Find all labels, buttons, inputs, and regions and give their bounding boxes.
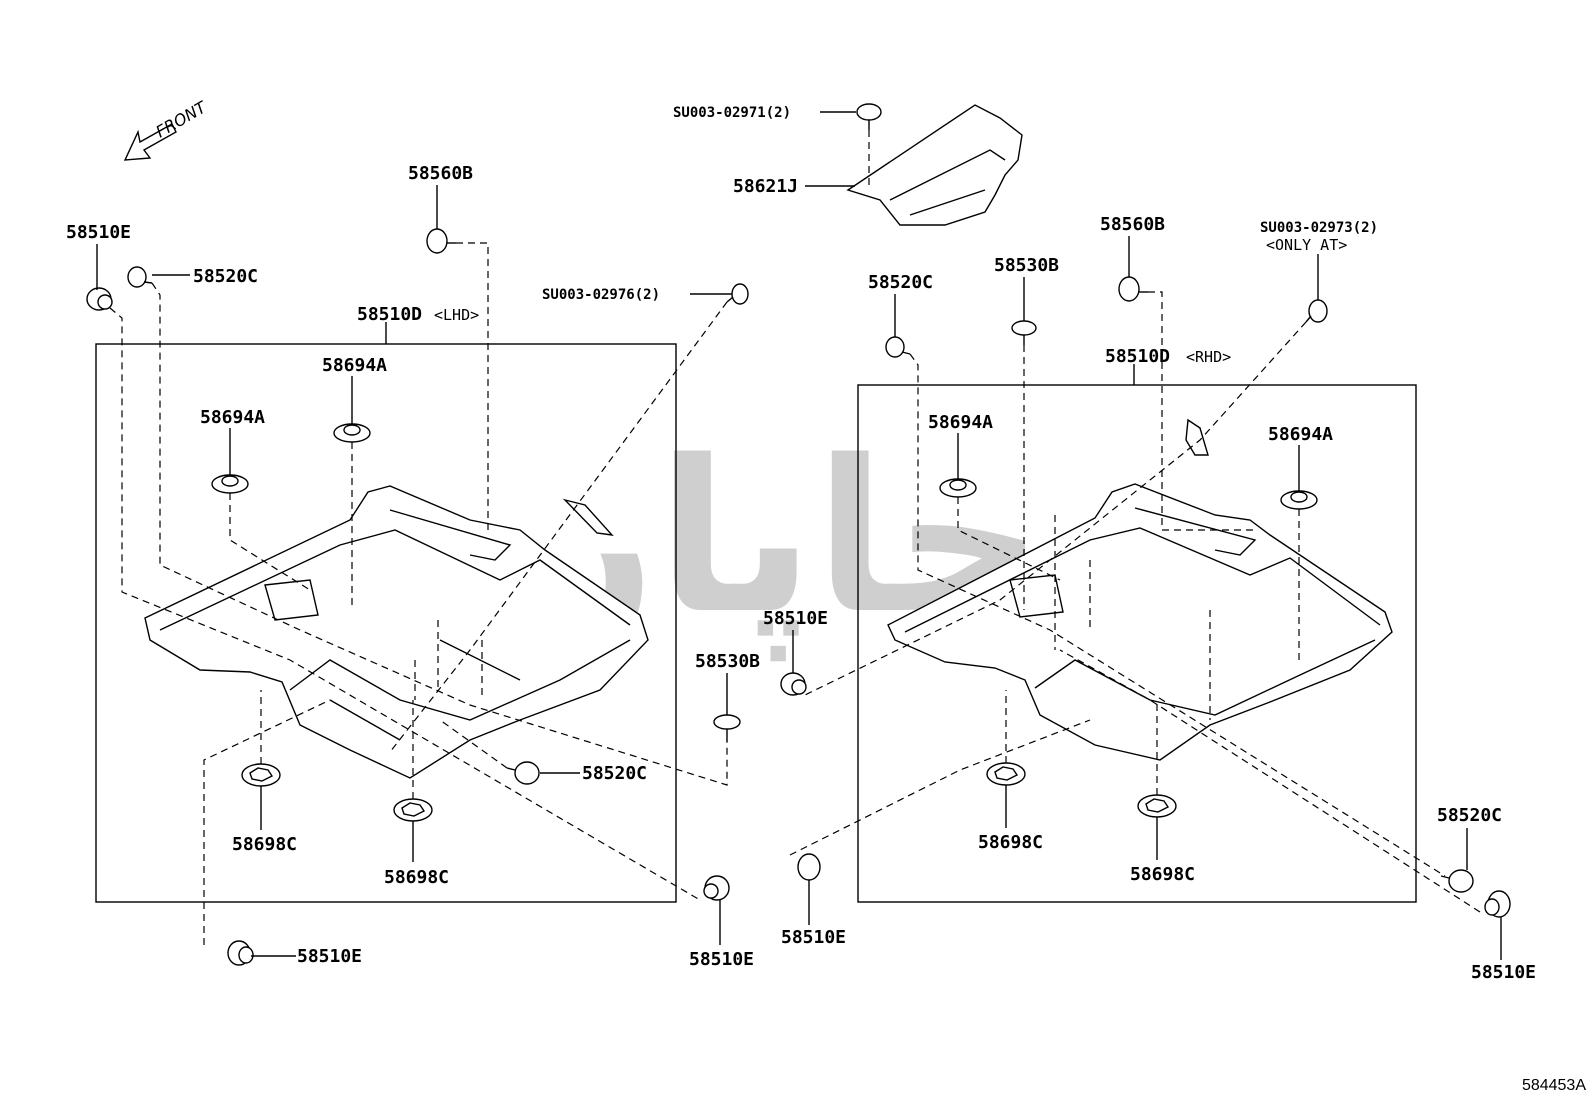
label-58698C-b: 58698C xyxy=(384,867,449,888)
diagram-code: 584453A xyxy=(1522,1077,1586,1094)
label-58560B-r: 58560B xyxy=(1100,214,1165,235)
clip-58520C-b xyxy=(506,761,540,785)
clip-58530B-r xyxy=(1011,320,1037,345)
label-58694A-b: 58694A xyxy=(200,407,265,428)
label-58698C-b-r: 58698C xyxy=(1130,864,1195,885)
label-58520C-b: 58520C xyxy=(582,763,647,784)
floor-carpet-lhd xyxy=(144,485,649,779)
grommet-58698C-a-r xyxy=(986,762,1026,786)
clip-58694A-a-r xyxy=(939,478,977,498)
clip-58694A-b-r xyxy=(1280,490,1318,510)
label-SU2973-note: <ONLY AT> xyxy=(1266,236,1347,254)
front-arrow-icon xyxy=(123,123,177,161)
label-SU2971: SU003-02971(2) xyxy=(673,105,791,121)
clip-58510E-tl xyxy=(86,287,113,311)
label-SU2976: SU003-02976(2) xyxy=(542,287,660,303)
label-58520C-t-r: 58520C xyxy=(868,272,933,293)
lhd-frame-note: <LHD> xyxy=(434,306,479,324)
clip-SU2973 xyxy=(1305,299,1328,323)
rhd-frame-label: 58510D xyxy=(1105,346,1170,367)
clip-58510E-bl-r xyxy=(797,853,821,881)
label-58530B-l: 58530B xyxy=(695,651,760,672)
label-58698C-a: 58698C xyxy=(232,834,297,855)
label-58520C-r: 58520C xyxy=(1437,805,1502,826)
clip-58560B xyxy=(426,228,456,254)
trim-58621J xyxy=(846,104,1023,226)
floor-carpet-rhd xyxy=(887,483,1393,761)
label-58510E-bl-r: 58510E xyxy=(781,927,846,948)
label-58694A-a: 58694A xyxy=(322,355,387,376)
label-58510E-l-r: 58510E xyxy=(763,608,828,629)
label-58520C-t: 58520C xyxy=(193,266,258,287)
label-58530B-r: 58530B xyxy=(994,255,1059,276)
clip-58520C-r xyxy=(1440,869,1474,893)
clip-58530B xyxy=(713,714,741,742)
rhd-frame-note: <RHD> xyxy=(1186,348,1231,366)
clip-58510E-br xyxy=(703,875,730,901)
clip-58694A-a xyxy=(333,423,371,443)
clip-58510E-b xyxy=(227,940,254,966)
clip-58510E-l-r xyxy=(780,672,807,696)
label-58510E-br: 58510E xyxy=(689,949,754,970)
label-58510E-b: 58510E xyxy=(297,946,362,967)
grommet-58698C-b xyxy=(393,798,433,822)
label-58510E-r: 58510E xyxy=(1471,962,1536,983)
grommet-58698C-a xyxy=(241,763,281,787)
clip-58520C-t-r xyxy=(885,336,911,358)
bracket-small-lhd xyxy=(562,498,614,536)
rhd-frame xyxy=(857,384,1417,903)
clip-58694A-b xyxy=(211,474,249,494)
label-58510E-tl: 58510E xyxy=(66,222,131,243)
label-SU2973: SU003-02973(2) xyxy=(1260,220,1378,236)
bracket-small-rhd xyxy=(1185,418,1209,456)
front-label: FRONT xyxy=(153,97,211,141)
label-58621J: 58621J xyxy=(733,176,798,197)
label-58694A-b-r: 58694A xyxy=(1268,424,1333,445)
label-58698C-a-r: 58698C xyxy=(978,832,1043,853)
clip-SU2971 xyxy=(856,103,882,130)
grommet-58698C-b-r xyxy=(1137,794,1177,818)
label-58560B: 58560B xyxy=(408,163,473,184)
label-58694A-a-r: 58694A xyxy=(928,412,993,433)
clip-58510E-r xyxy=(1484,890,1511,918)
clip-58520C-t xyxy=(127,266,153,288)
lhd-frame-label: 58510D xyxy=(357,304,422,325)
clip-58560B-r xyxy=(1118,276,1148,302)
